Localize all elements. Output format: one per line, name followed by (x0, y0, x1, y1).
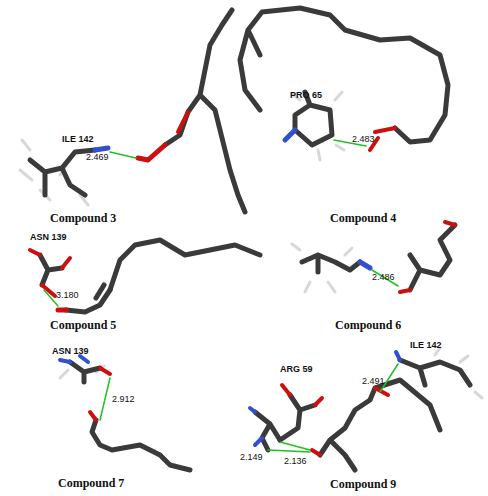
residue-label: ARG 59 (280, 364, 313, 374)
compound-caption: Compound 6 (335, 318, 401, 333)
distance-label: 2.136 (284, 456, 307, 466)
residue-label: ASN 139 (30, 232, 67, 242)
residue-label: PRO 65 (290, 90, 322, 100)
distance-label: 2.912 (112, 394, 135, 404)
compound-caption: Compound 9 (330, 477, 396, 492)
compound-caption: Compound 7 (58, 476, 124, 491)
distance-label: 2.469 (86, 152, 109, 162)
distance-label: 3.180 (56, 290, 79, 300)
compound-caption: Compound 3 (50, 211, 116, 226)
distance-label: 2.491 (362, 376, 385, 386)
residue-label: ILE 142 (62, 134, 94, 144)
compound-caption: Compound 5 (50, 318, 116, 333)
compound-caption: Compound 4 (330, 211, 396, 226)
distance-label: 2.149 (240, 452, 263, 462)
residue-label: ASN 139 (52, 346, 89, 356)
distance-label: 2.486 (372, 272, 395, 282)
residue-label: ILE 142 (410, 340, 442, 350)
distance-label: 2.483 (352, 134, 375, 144)
